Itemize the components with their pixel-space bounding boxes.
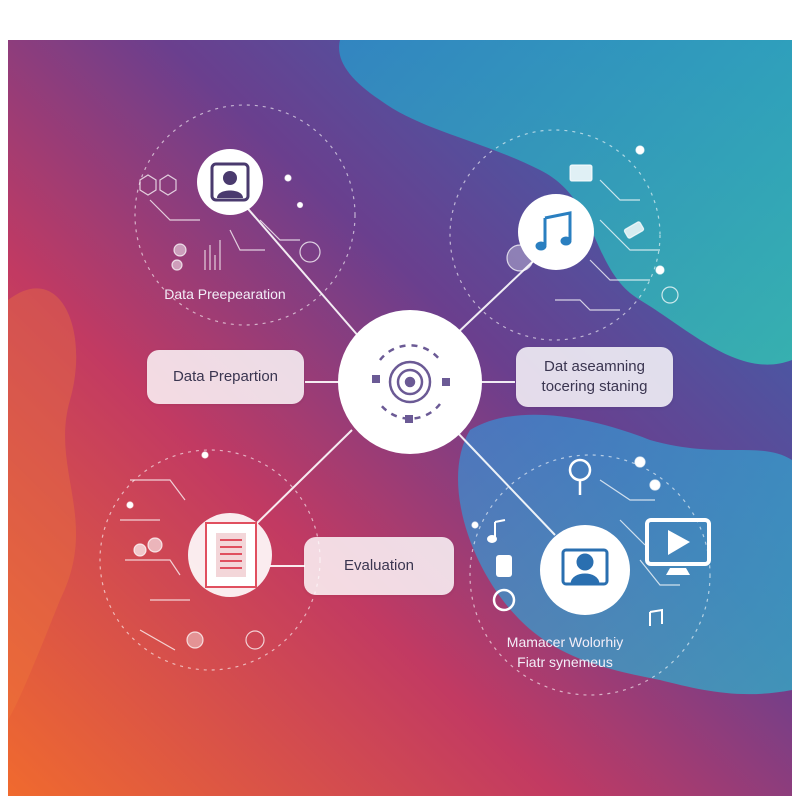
node-top-right	[518, 194, 594, 270]
node-bottom-right	[540, 525, 630, 615]
bottom-right-label: Mamacer Wolorhiy Fiatr synemeus	[480, 632, 650, 672]
circuit-node	[636, 146, 644, 154]
circuit-node	[298, 203, 303, 208]
bottom-label-box: Evaluation	[304, 537, 454, 595]
document-icon	[206, 523, 256, 587]
circuit-node	[656, 266, 664, 274]
right-label-line2: tocering staning	[542, 377, 648, 397]
circuit-node	[635, 457, 645, 467]
circuit-node	[148, 538, 162, 552]
bottom-right-line2: Fiatr synemeus	[480, 652, 650, 672]
circuit-node	[127, 502, 133, 508]
circuit-node	[472, 522, 478, 528]
right-label-line1: Dat aseamning	[544, 357, 645, 377]
left-label-box: Data Prepartion	[147, 350, 304, 404]
chip-decoration	[570, 165, 592, 181]
top-left-label: Data Preepearation	[145, 284, 305, 304]
circuit-node	[174, 244, 186, 256]
bottom-label-text: Evaluation	[344, 556, 414, 576]
left-label-text: Data Prepartion	[173, 367, 278, 387]
circuit-node	[202, 452, 208, 458]
node-center	[338, 310, 482, 454]
circuit-node	[650, 480, 660, 490]
circuit-node	[134, 544, 146, 556]
node-bottom-left	[188, 513, 272, 597]
node-top-left	[197, 149, 263, 215]
circuit-node	[187, 632, 203, 648]
circuit-node	[285, 175, 291, 181]
right-label-box: Dat aseamning tocering staning	[516, 347, 673, 407]
circuit-node	[172, 260, 182, 270]
bottom-right-line1: Mamacer Wolorhiy	[480, 632, 650, 652]
node-circle	[518, 194, 594, 270]
